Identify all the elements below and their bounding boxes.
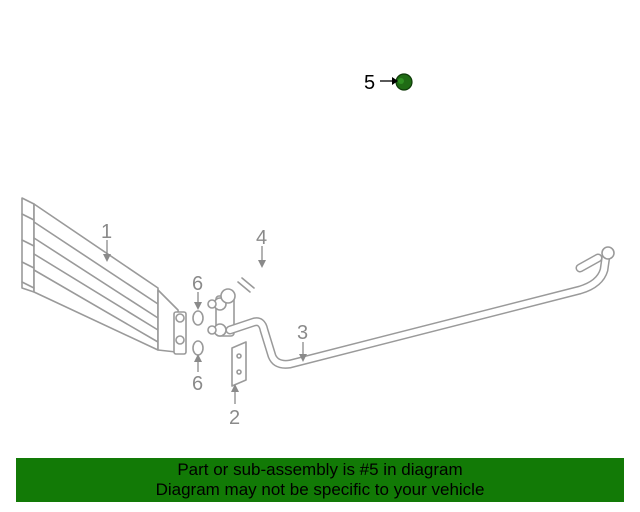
fitting-part-5[interactable] [395, 73, 413, 91]
callout-3[interactable]: 3 [297, 322, 308, 344]
callout-5[interactable]: 5 [364, 72, 375, 94]
bracket-part-2[interactable] [231, 341, 247, 387]
parts-diagram: 1 2 3 4 5 6 6 [21, 72, 615, 429]
o-ring-part-6-lower[interactable] [192, 340, 204, 356]
line-fittings [207, 295, 235, 337]
leaders [103, 77, 398, 404]
banner-line-disclaimer: Diagram may not be specific to your vehi… [155, 480, 485, 499]
callout-2[interactable]: 2 [229, 407, 240, 429]
info-banner: Part or sub-assembly is #5 in diagram Di… [16, 458, 624, 502]
o-ring-part-6-upper[interactable] [192, 310, 204, 326]
oil-cooler-part-1[interactable] [21, 197, 187, 355]
callout-4[interactable]: 4 [256, 227, 267, 249]
banner-line-part-info: Part or sub-assembly is #5 in diagram [177, 460, 463, 479]
cooler-line-part-4[interactable] [220, 90, 438, 304]
callout-6-upper[interactable]: 6 [192, 273, 203, 295]
cooler-line-part-3[interactable] [225, 246, 615, 369]
callout-6-lower[interactable]: 6 [192, 373, 203, 395]
callout-1[interactable]: 1 [101, 221, 112, 243]
